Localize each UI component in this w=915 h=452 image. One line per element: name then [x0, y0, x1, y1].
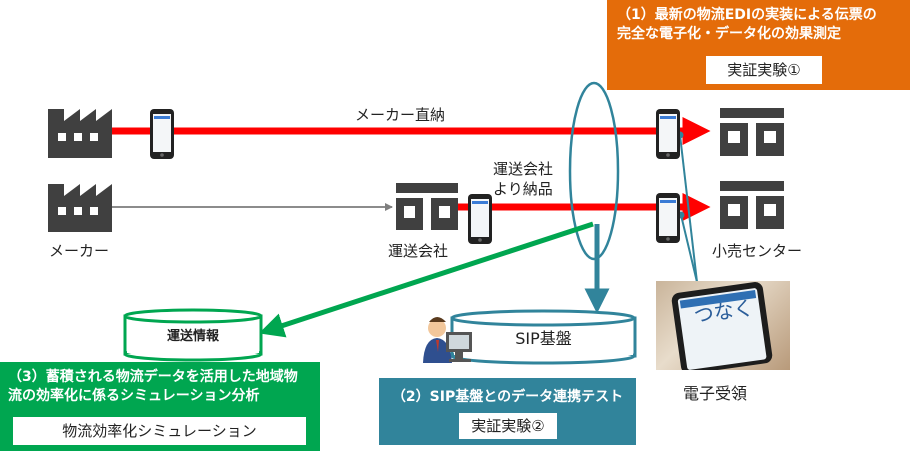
data-to-transport-info-arrow	[258, 221, 594, 338]
measurement-ellipse	[568, 81, 620, 261]
experiment3-title-line1: （3）蓄積される物流データを活用した地域物	[8, 369, 298, 385]
sip-platform-database	[450, 309, 637, 365]
experiment1-title-line2: 完全な電子化・データ化の効果測定	[617, 26, 841, 42]
e-receipt-photo: つなく	[656, 281, 790, 370]
experiment2-title: （2）SIP基盤とのデータ連携テスト	[391, 389, 624, 405]
warehouse-icon	[396, 183, 458, 230]
smartphone-icon	[468, 194, 492, 244]
experiment3-title-line2: 流の効率化に係るシミュレーション分析	[8, 388, 260, 404]
e-receipt-label: 電子受領	[683, 384, 748, 403]
experiment1-label: 実証実験①	[706, 56, 822, 84]
carrier-label: 運送会社	[388, 242, 449, 260]
sip-platform-label: SIP基盤	[515, 329, 572, 348]
experiment3-panel: （3）蓄積される物流データを活用した地域物 流の効率化に係るシミュレーション分析…	[0, 362, 320, 451]
transport-info-label: 運送情報	[166, 329, 219, 344]
factory-icon	[48, 184, 112, 232]
experiment2-label: 実証実験②	[459, 413, 557, 439]
via-carrier-label-line1: 運送会社	[493, 160, 554, 178]
maker-label: メーカー	[49, 242, 110, 260]
transport-info-database	[123, 308, 263, 362]
factory-icon	[48, 109, 112, 158]
experiment1-panel: （1）最新の物流EDIの実装による伝票の 完全な電子化・データ化の効果測定 実証…	[607, 0, 910, 90]
smartphone-icon: つなく	[670, 281, 774, 370]
warehouse-icon	[720, 181, 784, 229]
smartphone-icon	[656, 109, 680, 159]
experiment3-label: 物流効率化シミュレーション	[13, 417, 306, 445]
experiment1-title-line1: （1）最新の物流EDIの実装による伝票の	[617, 7, 877, 23]
e-receipt-callout-line-2	[680, 214, 698, 283]
experiment2-panel: （2）SIP基盤とのデータ連携テスト 実証実験②	[379, 378, 636, 445]
user-computer-icon	[423, 317, 472, 363]
direct-delivery-label: メーカー直納	[355, 106, 446, 124]
smartphone-icon	[150, 109, 174, 159]
via-carrier-label-line2: より納品	[493, 180, 553, 198]
smartphone-icon	[656, 193, 680, 243]
retail-center-label: 小売センター	[712, 242, 803, 260]
warehouse-icon	[720, 108, 784, 156]
e-receipt-callout-line-1	[679, 134, 698, 283]
